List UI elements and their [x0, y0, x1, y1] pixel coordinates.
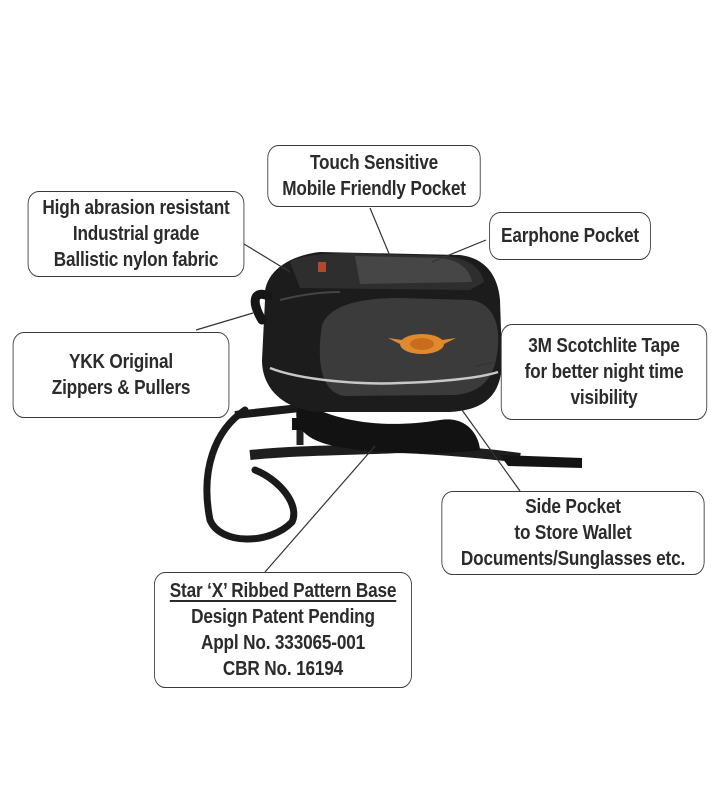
callout-line: Design Patent Pending — [191, 606, 375, 628]
callout-ribbed-base: Star ‘X’ Ribbed Pattern Base Design Pate… — [154, 572, 412, 688]
callout-line: Touch Sensitive — [309, 152, 439, 174]
callout-line: for better night time — [524, 361, 684, 383]
callout-line: Appl No. 333065-001 — [200, 632, 366, 654]
callout-line: CBR No. 16194 — [222, 658, 344, 680]
callout-line: Ballistic nylon fabric — [53, 249, 219, 271]
callout-earphone-pocket: Earphone Pocket — [489, 212, 651, 260]
winged-badge-logo-icon — [388, 334, 456, 354]
callout-line: visibility — [570, 387, 638, 409]
callout-scotchlite-tape: 3M Scotchlite Tape for better night time… — [500, 324, 708, 420]
callout-line: YKK Original — [68, 351, 174, 373]
callout-side-pocket: Side Pocket to Store Wallet Documents/Su… — [441, 491, 705, 575]
callout-line: High abrasion resistant — [42, 197, 230, 219]
callout-line: 3M Scotchlite Tape — [528, 335, 680, 357]
callout-ballistic-nylon: High abrasion resistant Industrial grade… — [27, 191, 245, 277]
callout-touch-pocket: Touch Sensitive Mobile Friendly Pocket — [267, 145, 481, 207]
callout-line: Side Pocket — [525, 496, 621, 518]
callout-line-heading: Star ‘X’ Ribbed Pattern Base — [169, 580, 397, 602]
callout-line: to Store Wallet — [514, 522, 632, 544]
callout-line: Zippers & Pullers — [51, 377, 191, 399]
callout-line: Industrial grade — [72, 223, 200, 245]
callout-line: Documents/Sunglasses etc. — [460, 548, 686, 570]
callout-line: Earphone Pocket — [501, 225, 639, 247]
callout-line: Mobile Friendly Pocket — [282, 178, 466, 200]
callout-ykk-zippers: YKK Original Zippers & Pullers — [12, 332, 230, 418]
